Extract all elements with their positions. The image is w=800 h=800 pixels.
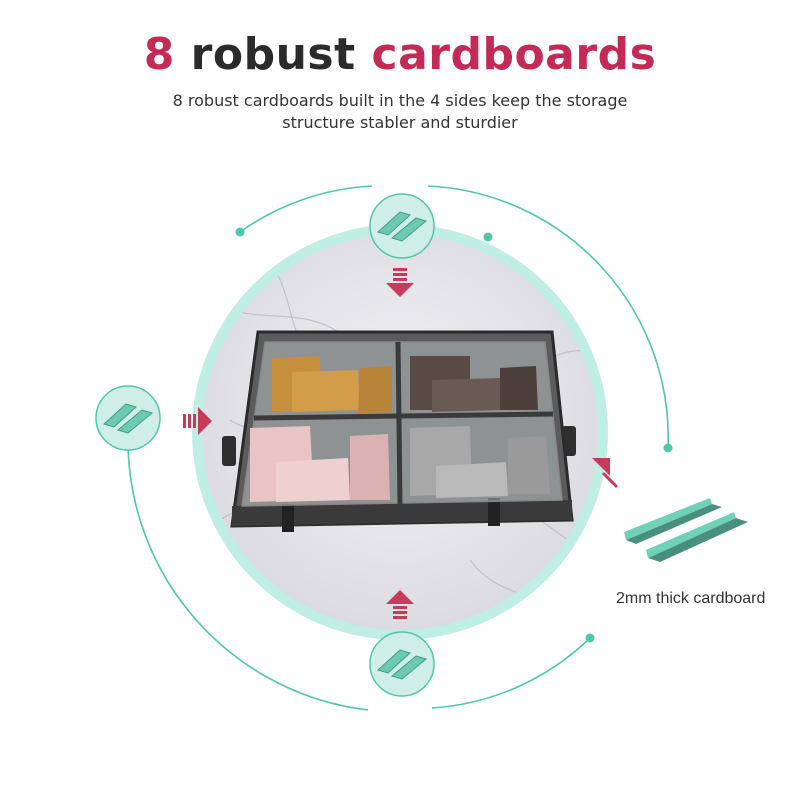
cardboard-badge-icon [369,193,435,259]
cardboard-caption: 2mm thick cardboard [616,590,766,607]
divider-vertical [395,341,403,505]
subtitle-line-2: structure stabler and sturdier [282,113,518,132]
arrows [183,268,618,619]
arrow-up-icon [386,590,414,619]
orbit-dot [235,227,245,237]
subtitle: 8 robust cardboards built in the 4 sides… [150,90,650,134]
orbit-dots [235,227,673,643]
title-highlight: cardboards [371,29,657,80]
subtitle-line-1: 8 robust cardboards built in the 4 sides… [172,91,628,110]
bag-handle-left [222,436,236,466]
bag-base [232,500,572,526]
orbit-arc-bottom-right [431,637,591,709]
arrow-diagonal-icon [592,458,618,488]
orbit-arc-top-left [239,185,373,233]
cardboard-badge-icon [369,631,435,697]
boots-grey [410,426,550,498]
bag-strap [282,504,294,532]
boots-tan [272,356,392,414]
title-word: robust [190,29,356,80]
orbit-arc-right [427,185,669,449]
title-number: 8 [143,29,175,80]
orbit-arcs [127,185,669,711]
storage-bag [222,330,576,532]
arrow-down-icon [386,268,414,297]
divider-horizontal [253,411,554,421]
boots-pink [250,426,390,502]
page-title: 8 robust cardboards [0,30,800,80]
orbit-dot [483,232,493,242]
orbit-dot [585,633,595,643]
orbit-dot [663,443,673,453]
cardboard-detail-icon [624,498,748,562]
orbit-arc-left [127,441,369,711]
cardboard-badge-icon [95,385,161,451]
bag-strap [488,498,500,526]
boots-brown [410,356,538,412]
arrow-right-icon [183,407,212,435]
